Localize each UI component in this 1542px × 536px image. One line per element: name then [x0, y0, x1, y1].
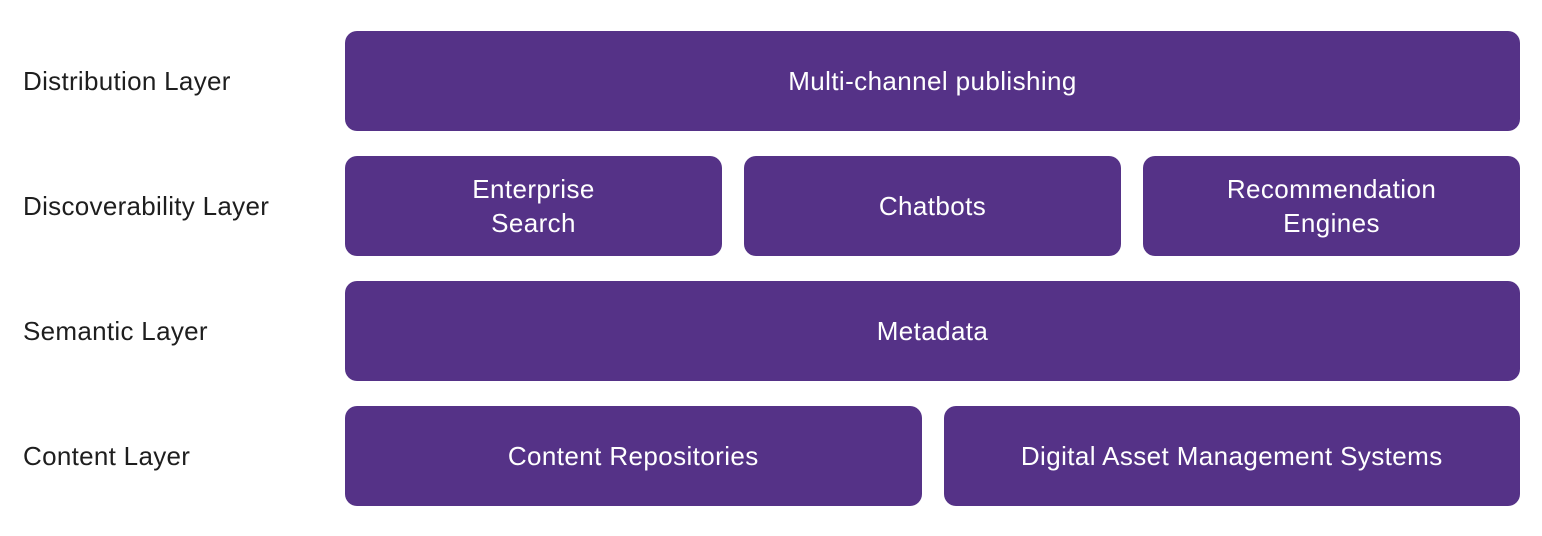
row-discoverability-layer: Discoverability Layer Enterprise Search …: [0, 156, 1520, 256]
row-distribution-layer: Distribution Layer Multi-channel publish…: [0, 31, 1520, 131]
layer-label-distribution: Distribution Layer: [23, 65, 231, 96]
box-label: Recommendation Engines: [1226, 174, 1437, 238]
box-label: Metadata: [876, 316, 989, 346]
row-boxes-content: Content Repositories Digital Asset Manag…: [345, 406, 1520, 506]
box-label: Chatbots: [878, 191, 987, 221]
box-content-repositories: Content Repositories: [345, 406, 922, 506]
box-multi-channel-publishing: Multi-channel publishing: [345, 31, 1520, 131]
box-chatbots: Chatbots: [744, 156, 1121, 256]
box-label: Enterprise Search: [472, 174, 595, 238]
box-enterprise-search: Enterprise Search: [345, 156, 722, 256]
layer-label-discoverability: Discoverability Layer: [23, 190, 270, 221]
row-boxes-semantic: Metadata: [345, 281, 1520, 381]
box-metadata: Metadata: [345, 281, 1520, 381]
row-boxes-discoverability: Enterprise Search Chatbots Recommendatio…: [345, 156, 1520, 256]
layer-label-semantic: Semantic Layer: [23, 315, 208, 346]
row-content-layer: Content Layer Content Repositories Digit…: [0, 406, 1520, 506]
box-label: Digital Asset Management Systems: [1020, 441, 1443, 471]
row-boxes-distribution: Multi-channel publishing: [345, 31, 1520, 131]
row-semantic-layer: Semantic Layer Metadata: [0, 281, 1520, 381]
box-digital-asset-management-systems: Digital Asset Management Systems: [943, 406, 1520, 506]
layer-label-content: Content Layer: [23, 440, 191, 471]
box-label: Content Repositories: [507, 441, 759, 471]
box-recommendation-engines: Recommendation Engines: [1143, 156, 1520, 256]
box-label: Multi-channel publishing: [788, 66, 1077, 96]
